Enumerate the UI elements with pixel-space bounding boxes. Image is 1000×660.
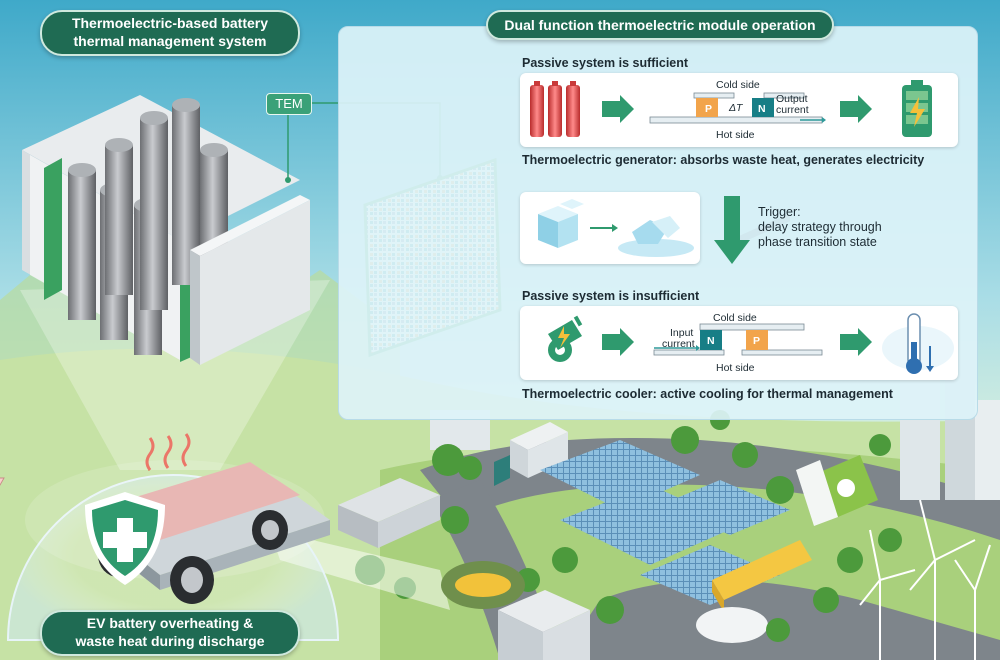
- n-type-element: [752, 98, 774, 117]
- cooler-input-line2: current: [662, 338, 695, 350]
- battery-cells-icon: [530, 81, 580, 137]
- arrow-right-icon: [602, 328, 634, 356]
- cooler-card: Cold side Input current N P Hot side: [520, 306, 958, 380]
- cooler-p-label: P: [753, 335, 761, 347]
- solar-farm: [540, 440, 790, 605]
- cooler-n-label: N: [707, 335, 715, 347]
- battery-module-box: [22, 95, 310, 365]
- trigger-line1: Trigger:: [758, 205, 801, 219]
- generator-p-label: P: [705, 103, 713, 115]
- trigger-text: Trigger: delay strategy through phase tr…: [758, 205, 882, 250]
- cooler-cold-side: Cold side: [713, 312, 757, 324]
- ev-overheating-line1: EV battery overheating &: [86, 615, 254, 631]
- arrow-down-icon: [714, 196, 750, 264]
- tem-label: TEM: [266, 93, 312, 115]
- trigger-line3: phase transition state: [758, 235, 877, 249]
- phase-transition-card: [520, 192, 700, 264]
- generator-hot-side: Hot side: [716, 129, 755, 141]
- cooler-caption: Thermoelectric cooler: active cooling fo…: [522, 387, 893, 401]
- office-building: [498, 590, 590, 660]
- plug-icon: [548, 315, 583, 362]
- generator-card: Cold side P ΔT N Output current Hot side: [520, 73, 958, 147]
- battery-system-title-line1: Thermoelectric-based battery: [71, 15, 269, 31]
- battery-system-title: Thermoelectric-based battery thermal man…: [40, 10, 300, 56]
- p-type-element: [696, 98, 718, 117]
- recycle-truck: [796, 455, 878, 526]
- warehouse: [338, 478, 440, 548]
- battery-system-title-line2: thermal management system: [73, 33, 267, 49]
- module-operation-title: Dual function thermoelectric module oper…: [486, 10, 834, 40]
- thermometer-icon: [882, 313, 954, 374]
- generator-caption: Thermoelectric generator: absorbs waste …: [522, 153, 925, 167]
- cooler-hot-side: Hot side: [716, 362, 755, 374]
- arrow-right-icon: [840, 95, 872, 123]
- melted-ice-icon: [618, 216, 694, 257]
- trigger-line2: delay strategy through: [758, 220, 882, 234]
- generator-heading: Passive system is sufficient: [522, 56, 689, 70]
- arrow-right-icon: [602, 95, 634, 123]
- cooler-heading: Passive system is insufficient: [522, 289, 700, 303]
- ev-overheating-line2: waste heat during discharge: [75, 633, 265, 649]
- generator-cold-side: Cold side: [716, 79, 760, 91]
- heat-waves-icon: [145, 433, 191, 471]
- ev-car: [441, 561, 525, 609]
- recycle-icon: [837, 479, 855, 497]
- shield-cross-icon: [85, 492, 165, 585]
- generator-output-line2: current: [776, 104, 809, 116]
- charged-battery-icon: [902, 80, 932, 137]
- generator-n-label: N: [758, 103, 766, 115]
- generator-delta-t: ΔT: [729, 102, 743, 114]
- wind-turbines: [859, 499, 991, 660]
- arrow-right-icon: [840, 328, 872, 356]
- generator-output-line1: Output: [776, 93, 808, 105]
- ev-overheating-title: EV battery overheating & waste heat duri…: [40, 610, 300, 656]
- cooler-input-line1: Input: [670, 327, 694, 339]
- ice-cube-icon: [538, 199, 584, 248]
- truck: [494, 422, 568, 486]
